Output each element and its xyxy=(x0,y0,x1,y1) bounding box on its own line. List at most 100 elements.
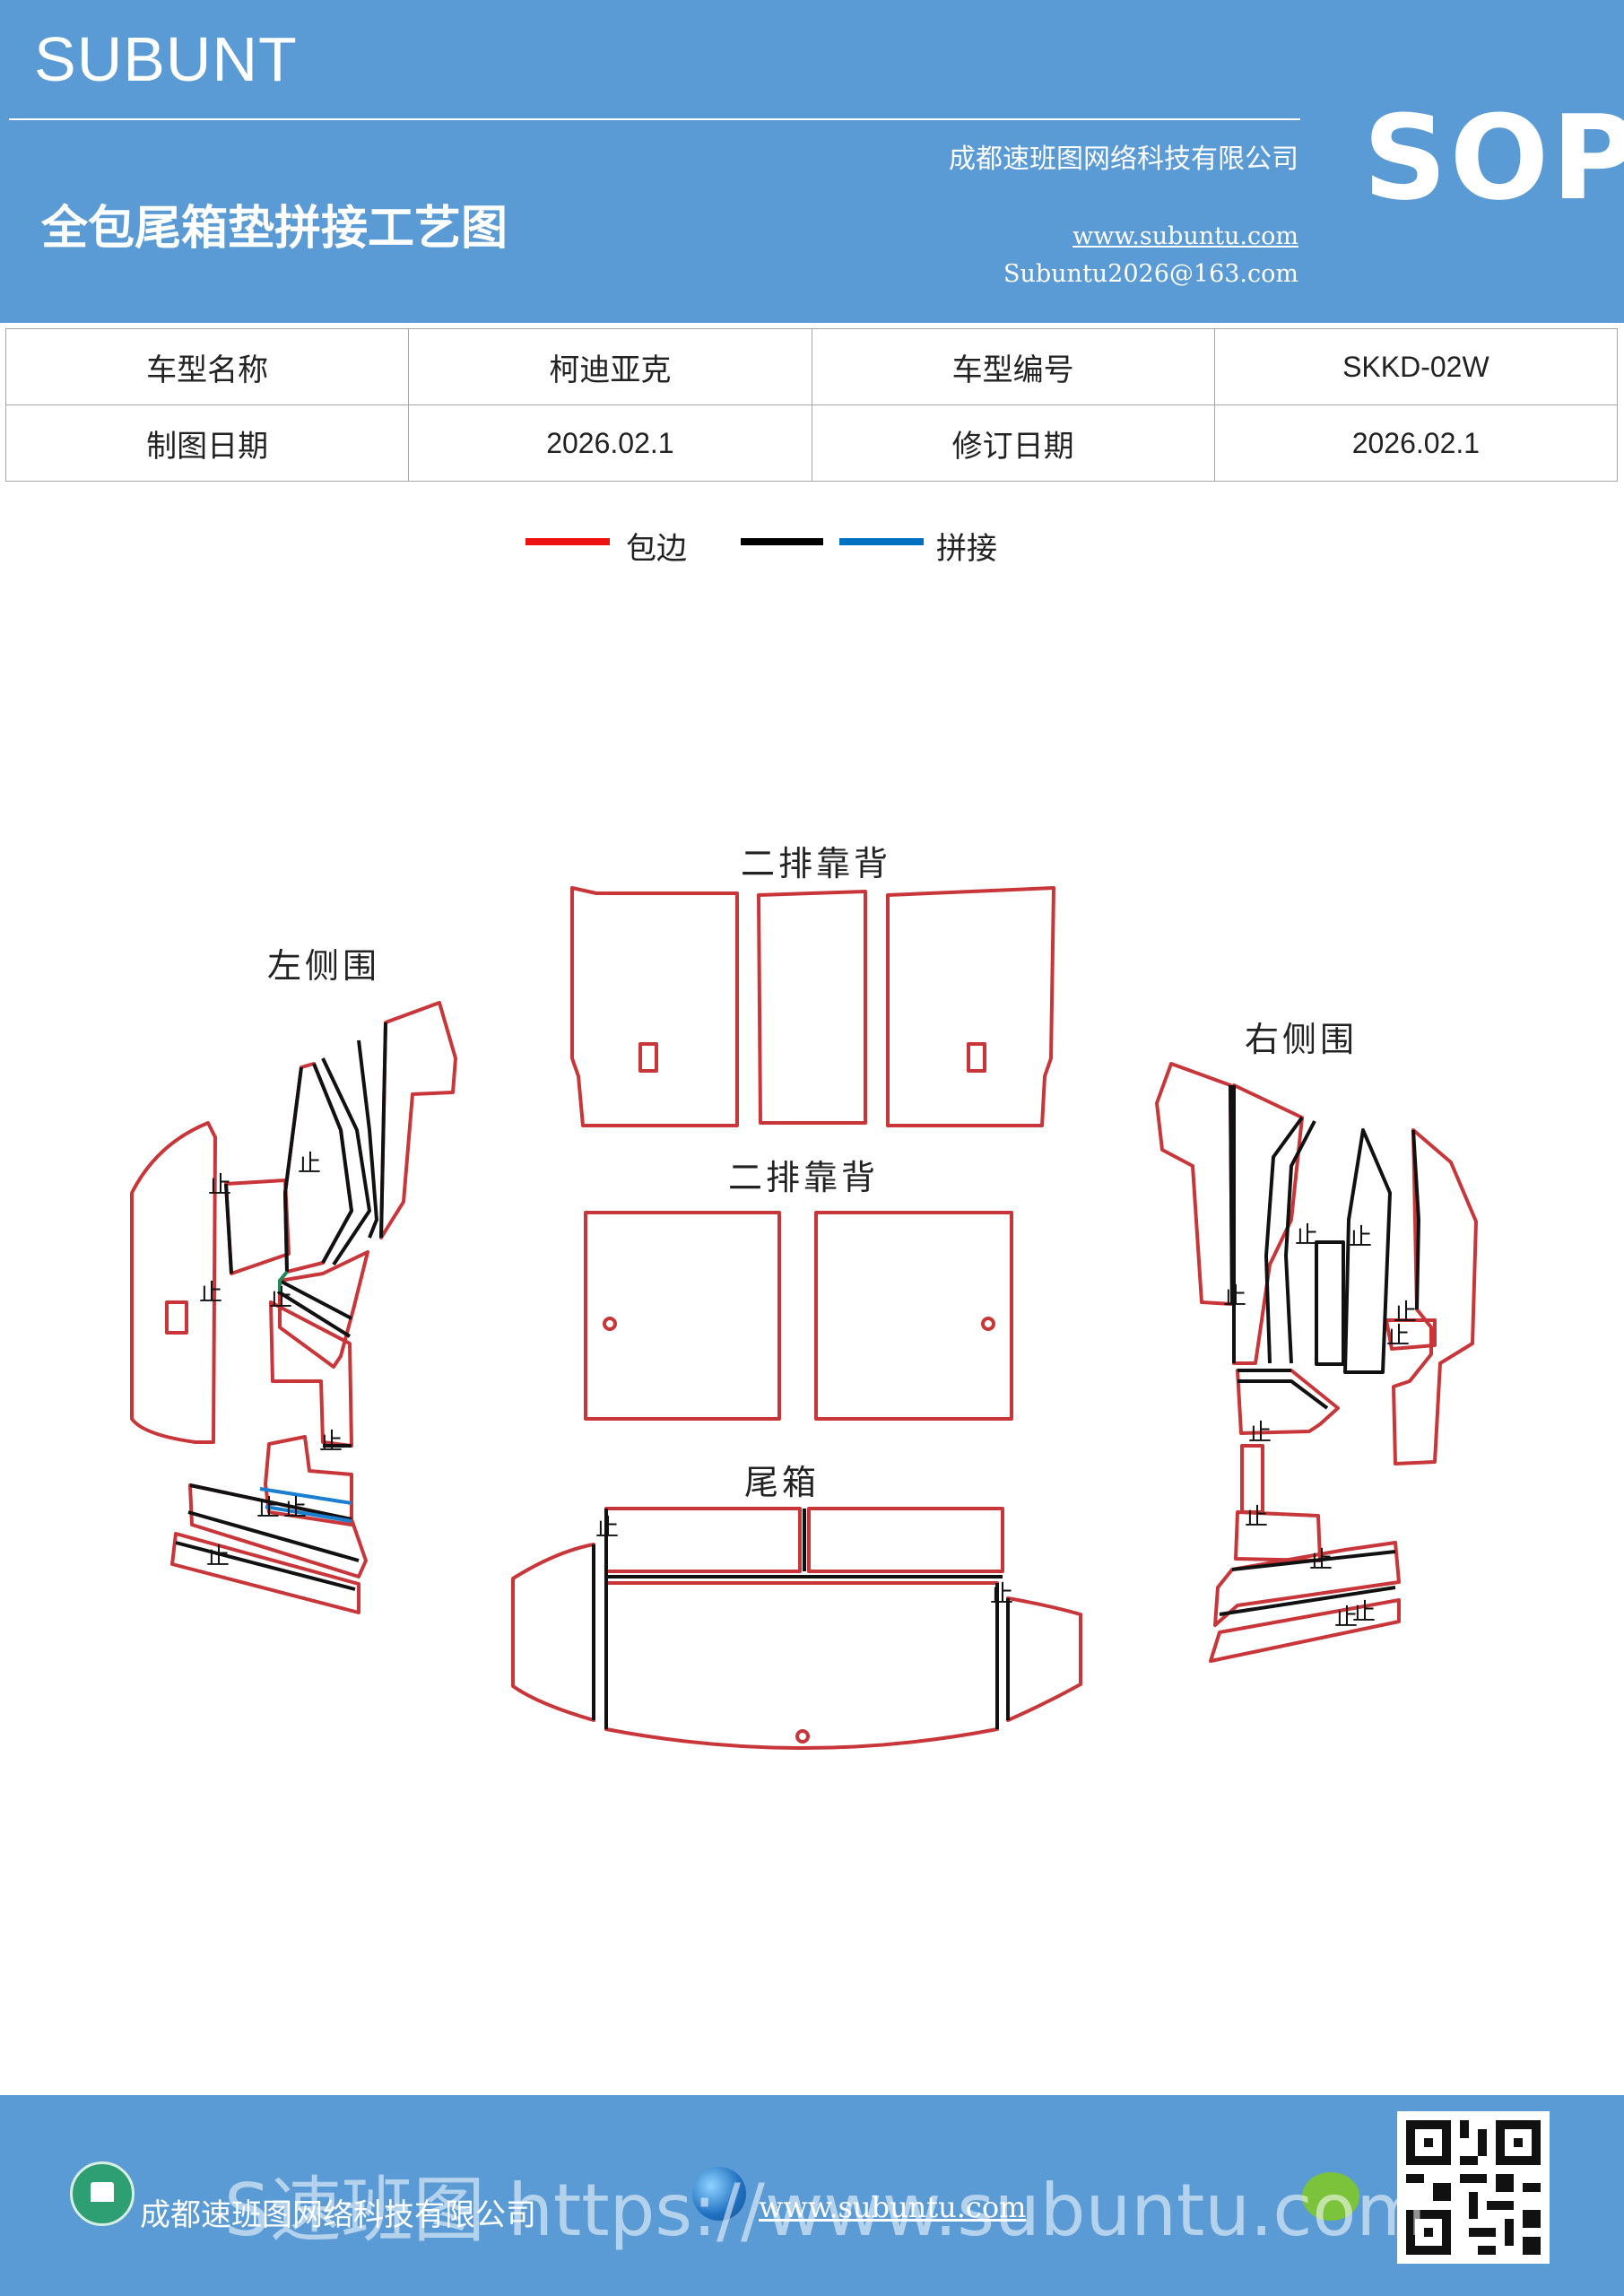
seam-line xyxy=(187,1510,360,1562)
seam-line xyxy=(1229,1084,1234,1305)
revision-date-value: 2026.02.1 xyxy=(1213,404,1619,482)
stop-mark: 止 xyxy=(1248,1420,1272,1447)
left-side-wheel-panel xyxy=(269,1300,353,1448)
right-side-sill-panel xyxy=(1213,1541,1401,1627)
splice-diagram: 止 止 止 止 止 止 止 止 止 止 止 止 止 止 止 止 止 止 止 止 … xyxy=(130,844,1478,1750)
stop-mark: 止 xyxy=(256,1495,280,1522)
stop-mark: 止 xyxy=(1334,1605,1358,1631)
seam-line xyxy=(1343,1128,1392,1374)
edging-label: 包边 xyxy=(626,531,687,567)
seam-line xyxy=(379,1022,387,1239)
stop-mark: 止 xyxy=(319,1429,343,1456)
stop-mark: 止 xyxy=(990,1581,1013,1608)
seam-line xyxy=(283,1066,303,1273)
left-side-upper-panel xyxy=(379,1001,457,1239)
table-row: 车型名称 柯迪亚克 车型编号 SKKD-02W xyxy=(4,328,1619,405)
seat-back-lower-right-panel xyxy=(814,1211,1013,1421)
seam-line xyxy=(1264,1116,1304,1364)
vehicle-info-table: 车型名称 柯迪亚克 车型编号 SKKD-02W 制图日期 2026.02.1 修… xyxy=(4,328,1619,482)
rear-seat-back-right-panel xyxy=(886,886,1055,1127)
splice-line xyxy=(278,1270,289,1292)
website-link[interactable]: www.subuntu.com xyxy=(1073,222,1298,250)
stop-mark: 止 xyxy=(208,1172,231,1199)
left-side-rear-panel xyxy=(130,1121,217,1444)
trunk-top-right-panel xyxy=(807,1507,1004,1573)
line-legend: 包边 拼接 xyxy=(0,520,1624,574)
draw-date-label: 制图日期 xyxy=(4,404,410,482)
right-side-rear-panel xyxy=(1155,1062,1234,1306)
splice-label: 拼接 xyxy=(936,531,997,567)
seam-line xyxy=(276,1290,352,1338)
wechat-icon xyxy=(1302,2172,1359,2221)
stop-mark: 止 xyxy=(269,1285,292,1312)
document-title: 全包尾箱垫拼接工艺图 xyxy=(41,201,508,256)
splice-line xyxy=(259,1487,352,1505)
trunk-label: 尾箱 xyxy=(744,1463,820,1502)
left-side-slot xyxy=(165,1300,188,1335)
right-side-label: 右侧围 xyxy=(1245,1020,1358,1059)
footer-banner: 成都速班图网络科技有限公司 www.subuntu.com S速班图 https… xyxy=(0,2095,1624,2296)
second-row-back-label-mid: 二排靠背 xyxy=(728,1158,879,1197)
splice-line-swatch xyxy=(839,538,924,545)
seam-line xyxy=(175,1541,356,1591)
trunk-left-wing-panel xyxy=(511,1543,595,1722)
left-side-bottom-strip xyxy=(170,1532,360,1614)
stop-mark: 止 xyxy=(1394,1300,1417,1326)
footer-company-name: 成都速班图网络科技有限公司 xyxy=(140,2197,536,2233)
hole-mark xyxy=(603,1317,617,1331)
footer-website-link[interactable]: www.subuntu.com xyxy=(759,2190,1027,2224)
stop-mark: 止 xyxy=(1386,1323,1410,1350)
seam-line xyxy=(1238,1379,1329,1410)
seam-line xyxy=(321,1057,371,1266)
edging-line-swatch xyxy=(525,538,610,545)
header-divider xyxy=(9,118,1300,120)
stop-mark: 止 xyxy=(1245,1504,1268,1531)
seam-line xyxy=(312,1063,353,1264)
seam-line-swatch xyxy=(741,538,823,545)
right-side-tab-panel xyxy=(1385,1318,1437,1351)
draw-date-value: 2026.02.1 xyxy=(408,404,812,482)
seam-line xyxy=(357,1039,378,1239)
sop-badge: SOP xyxy=(1363,90,1624,226)
model-name-label: 车型名称 xyxy=(4,328,410,405)
company-name: 成都速班图网络科技有限公司 xyxy=(949,144,1298,175)
stop-mark: 止 xyxy=(595,1515,619,1542)
model-code-label: 车型编号 xyxy=(811,328,1215,405)
stop-mark: 止 xyxy=(283,1495,307,1522)
stop-mark: 止 xyxy=(206,1544,230,1570)
seam-line xyxy=(1219,1586,1396,1616)
trunk-floor-panel xyxy=(604,1581,999,1750)
table-row: 制图日期 2026.02.1 修订日期 2026.02.1 xyxy=(4,404,1619,482)
seam-line xyxy=(224,1183,233,1274)
rear-seat-back-center-panel xyxy=(757,890,867,1125)
seam-line xyxy=(279,1279,352,1320)
stop-mark: 止 xyxy=(1352,1599,1376,1626)
stop-mark: 止 xyxy=(1309,1547,1333,1574)
brand-logo-text: SUBUNT xyxy=(34,24,298,94)
revision-date-label: 修订日期 xyxy=(811,404,1215,482)
hole-mark xyxy=(795,1729,810,1744)
right-side-center-strip xyxy=(1315,1240,1345,1366)
rear-seat-back-slot xyxy=(967,1042,986,1073)
email-address: Subuntu2026@163.com xyxy=(1003,260,1298,288)
seam-line xyxy=(1284,1120,1316,1364)
header-banner: SUBUNT 全包尾箱垫拼接工艺图 成都速班图网络科技有限公司 www.subu… xyxy=(0,0,1624,323)
rear-seat-back-left-panel xyxy=(570,886,739,1127)
splice-line xyxy=(265,1505,352,1523)
stop-mark: 止 xyxy=(1223,1283,1246,1310)
hole-mark xyxy=(981,1317,995,1331)
seam-line xyxy=(1231,1550,1396,1571)
trunk-top-left-panel xyxy=(604,1507,802,1573)
left-side-label: 左侧围 xyxy=(267,946,380,986)
stop-mark: 止 xyxy=(298,1151,321,1178)
rear-seat-back-slot xyxy=(638,1042,658,1073)
company-home-icon xyxy=(70,2161,135,2226)
model-code-value: SKKD-02W xyxy=(1213,328,1619,405)
left-side-step-panel xyxy=(264,1435,353,1526)
right-side-small-strip xyxy=(1240,1444,1264,1514)
stop-mark: 止 xyxy=(199,1280,222,1307)
seam-line xyxy=(1411,1129,1420,1310)
left-side-inner-panel xyxy=(224,1178,291,1275)
seat-back-lower-left-panel xyxy=(584,1211,781,1421)
globe-icon xyxy=(692,2167,746,2221)
